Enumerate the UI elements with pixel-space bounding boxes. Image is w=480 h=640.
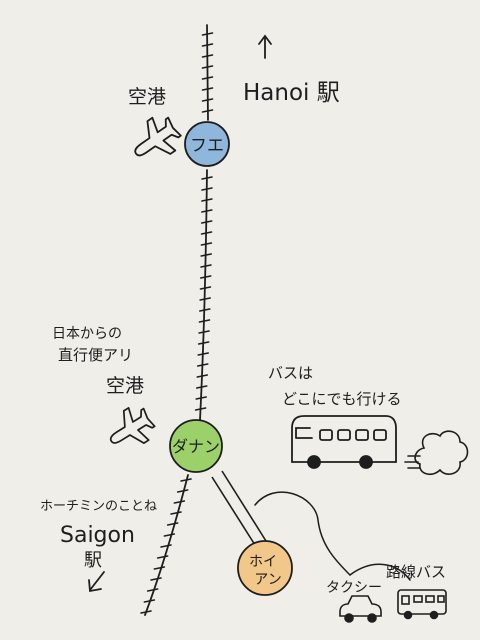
direct-flight-line1: 日本からの bbox=[52, 326, 122, 342]
north-arrow-icon bbox=[258, 34, 272, 59]
station-danang-circle bbox=[169, 419, 223, 473]
station-danang-label: ダナン bbox=[172, 437, 220, 456]
station-hue-label: フエ bbox=[190, 136, 224, 156]
taxi-icon bbox=[339, 595, 382, 623]
route-bus-label: 路線バス bbox=[386, 563, 446, 581]
route-bus-icon bbox=[397, 589, 447, 620]
station-hue: フエ bbox=[184, 121, 230, 167]
railway-ties bbox=[140, 32, 214, 614]
airport-label-hue: 空港 bbox=[128, 86, 166, 108]
hanoi-station-label: Hanoi 駅 bbox=[243, 80, 340, 106]
airplane-icon-danang bbox=[109, 406, 156, 444]
airport-label-danang: 空港 bbox=[106, 375, 144, 397]
bus-exhaust-cloud bbox=[404, 430, 469, 476]
bus-note-line1: バスは bbox=[268, 364, 313, 382]
hcm-note: ホーチミンのことね bbox=[40, 499, 157, 514]
southwest-arrow-icon bbox=[88, 571, 105, 593]
station-hoian-label-bottom: アン bbox=[254, 572, 281, 588]
bus-icon bbox=[291, 415, 397, 469]
taxi-label: タクシー bbox=[326, 580, 382, 596]
railway-main-line bbox=[144, 24, 209, 616]
station-hue-circle bbox=[184, 121, 230, 167]
station-hoian-label-top: ホイ bbox=[249, 554, 277, 570]
direct-flight-line2: 直行便アリ bbox=[58, 346, 133, 364]
station-danang: ダナン bbox=[169, 419, 223, 473]
saigon-label: Saigon bbox=[60, 523, 135, 548]
saigon-station-label: 駅 bbox=[84, 550, 102, 571]
route-curves bbox=[254, 491, 411, 581]
airplane-icon-hue bbox=[134, 116, 182, 157]
station-hoian: ホイ アン bbox=[237, 540, 293, 596]
station-hoian-circle bbox=[237, 540, 293, 596]
railway-branch-hoian bbox=[211, 470, 267, 546]
bus-note-line2: どこにでも行ける bbox=[282, 390, 402, 408]
